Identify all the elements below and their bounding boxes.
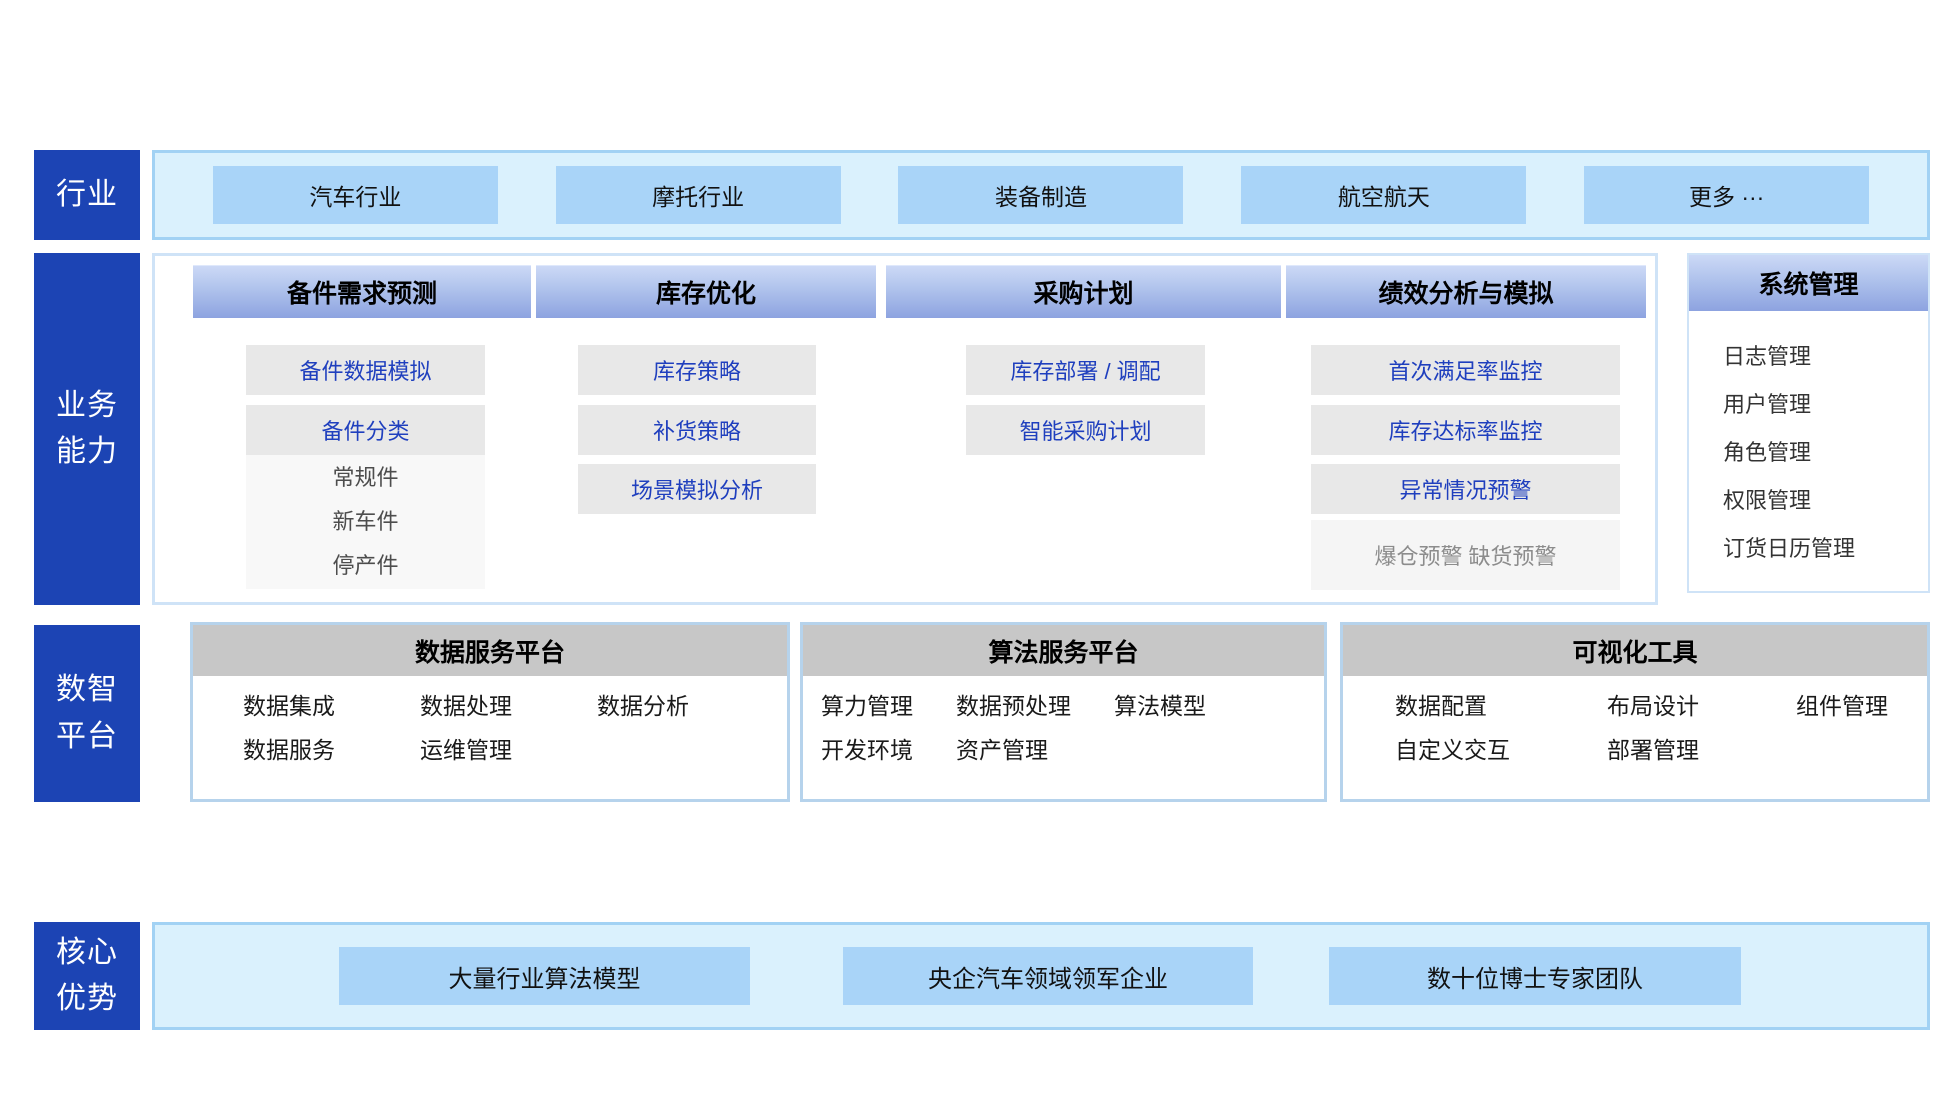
column-header-procurement-plan: 采购计划 (886, 265, 1281, 318)
column-header-performance-analysis: 绩效分析与模拟 (1286, 265, 1646, 318)
industry-chip-aerospace[interactable]: 航空航天 (1241, 166, 1527, 224)
platform-item: 数据配置 (1395, 693, 1487, 719)
capability-subitem-list: 常规件 新车件 停产件 (246, 455, 485, 589)
advantage-chip-leading-enterprise: 央企汽车领域领军企业 (843, 947, 1253, 1005)
sidebar-label-text: 数智平台 (56, 673, 118, 753)
platform-item: 算法模型 (1114, 693, 1206, 719)
sidebar-label-text: 行业 (56, 177, 118, 211)
sidebar-label-digital-platform: 数智平台 (34, 625, 140, 802)
capability-subitem: 常规件 (332, 465, 399, 490)
capability-item: 首次满足率监控 (1311, 345, 1620, 395)
capability-subitem: 新车件 (332, 509, 399, 534)
industry-band: 汽车行业 摩托行业 装备制造 航空航天 更多 ··· (152, 150, 1930, 240)
core-advantage-band: 大量行业算法模型 央企汽车领域领军企业 数十位博士专家团队 (152, 922, 1930, 1030)
sidebar-label-core-advantage: 核心优势 (34, 922, 140, 1030)
capability-item: 库存达标率监控 (1311, 405, 1620, 455)
platform-item-grid: 数据集成 数据处理 数据分析 数据服务 运维管理 (193, 676, 787, 766)
platform-item: 算力管理 (821, 693, 913, 719)
advantage-chip-phd-team: 数十位博士专家团队 (1329, 947, 1741, 1005)
capability-muted-item: 爆仓预警 缺货预警 (1311, 520, 1620, 590)
capability-item: 库存策略 (578, 345, 816, 395)
system-item: 权限管理 (1723, 488, 1812, 513)
industry-chip-motorcycle[interactable]: 摩托行业 (555, 166, 841, 224)
sidebar-label-text: 业务能力 (56, 388, 118, 469)
sidebar-label-industry: 行业 (34, 150, 140, 240)
platform-header: 数据服务平台 (193, 625, 787, 676)
sidebar-label-business-capability: 业务能力 (34, 253, 140, 605)
column-header-inventory-optimization: 库存优化 (536, 265, 876, 318)
system-item: 角色管理 (1723, 440, 1812, 465)
system-management-header: 系统管理 (1689, 255, 1928, 311)
system-management-list: 日志管理 用户管理 角色管理 权限管理 订货日历管理 (1689, 311, 1928, 573)
platform-item: 数据服务 (243, 737, 335, 763)
platform-item: 开发环境 (821, 737, 913, 763)
capability-item: 备件分类 (246, 405, 485, 455)
platform-item-grid: 数据配置 布局设计 组件管理 自定义交互 部署管理 (1343, 676, 1927, 766)
platform-item-grid: 算力管理 数据预处理 算法模型 开发环境 资产管理 (803, 676, 1324, 766)
platform-box-algorithm-service: 算法服务平台 算力管理 数据预处理 算法模型 开发环境 资产管理 (800, 622, 1327, 802)
platform-header: 可视化工具 (1343, 625, 1927, 676)
platform-item: 自定义交互 (1395, 737, 1510, 763)
platform-item: 布局设计 (1607, 693, 1699, 719)
platform-item: 资产管理 (956, 737, 1048, 763)
column-header-demand-forecast: 备件需求预测 (193, 265, 531, 318)
platform-item: 部署管理 (1607, 737, 1699, 763)
capability-subitem: 停产件 (332, 553, 399, 578)
capability-item: 智能采购计划 (966, 405, 1205, 455)
platform-item: 运维管理 (420, 737, 512, 763)
platform-item: 数据处理 (420, 693, 512, 719)
capability-item: 场景模拟分析 (578, 464, 816, 514)
platform-item: 数据集成 (243, 693, 335, 719)
advantage-chip-algorithm-models: 大量行业算法模型 (339, 947, 750, 1005)
system-item: 日志管理 (1723, 344, 1812, 369)
industry-chip-automotive[interactable]: 汽车行业 (212, 166, 498, 224)
industry-chip-equipment[interactable]: 装备制造 (898, 166, 1184, 224)
platform-item: 组件管理 (1796, 693, 1888, 719)
platform-box-visualization-tools: 可视化工具 数据配置 布局设计 组件管理 自定义交互 部署管理 (1340, 622, 1930, 802)
platform-item: 数据分析 (597, 693, 689, 719)
sidebar-label-text: 核心优势 (56, 935, 118, 1016)
platform-box-data-service: 数据服务平台 数据集成 数据处理 数据分析 数据服务 运维管理 (190, 622, 790, 802)
industry-chip-more[interactable]: 更多 ··· (1584, 166, 1870, 224)
platform-item: 数据预处理 (956, 693, 1071, 719)
capability-item: 补货策略 (578, 405, 816, 455)
system-item: 用户管理 (1723, 392, 1812, 417)
business-capability-panel: 备件需求预测 备件数据模拟 备件分类 常规件 新车件 停产件 库存优化 库存策略… (152, 253, 1658, 605)
capability-item: 备件数据模拟 (246, 345, 485, 395)
capability-item: 异常情况预警 (1311, 464, 1620, 514)
system-item: 订货日历管理 (1723, 536, 1856, 561)
platform-header: 算法服务平台 (803, 625, 1324, 676)
capability-item: 库存部署 / 调配 (966, 345, 1205, 395)
system-management-panel: 系统管理 日志管理 用户管理 角色管理 权限管理 订货日历管理 (1687, 253, 1930, 593)
